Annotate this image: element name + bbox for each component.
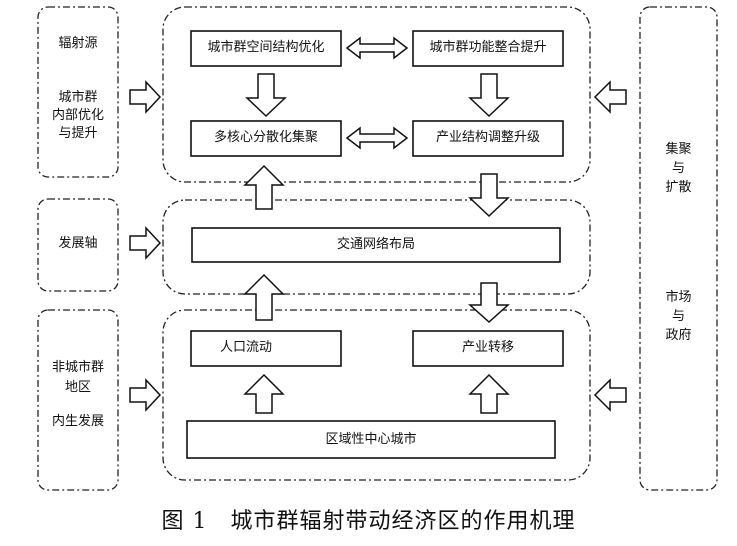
arrow-right-into-middle-group bbox=[129, 226, 162, 260]
double-arrow-top bbox=[345, 36, 409, 60]
middle-group-container bbox=[162, 199, 591, 295]
left-box-radiation-source bbox=[37, 6, 119, 178]
arrow-down-spatial-to-multicore bbox=[245, 73, 287, 118]
label-agglomeration-1: 集聚 bbox=[665, 142, 692, 157]
label-regional-center: 区域性中心城市 bbox=[325, 432, 417, 447]
left-box-non-city-cluster bbox=[37, 309, 119, 491]
figure-caption: 图 1 城市群辐射带动经济区的作用机理 bbox=[161, 509, 576, 534]
label-transport-network: 交通网络布局 bbox=[336, 237, 415, 252]
label-market-3: 政府 bbox=[665, 328, 692, 343]
box-regional-center bbox=[186, 420, 556, 459]
top-group-container bbox=[162, 6, 591, 183]
arrow-right-into-top-group bbox=[129, 80, 162, 114]
box-multi-core bbox=[190, 120, 342, 157]
label-agglomeration-2: 与 bbox=[671, 161, 685, 176]
label-city-cluster-internal-2: 内部优化 bbox=[51, 108, 104, 123]
box-industry-transfer bbox=[412, 330, 564, 367]
label-function-integration: 城市群功能整合提升 bbox=[429, 40, 547, 55]
double-arrow-middle bbox=[345, 126, 409, 150]
label-spatial-structure: 城市群空间结构优化 bbox=[207, 40, 325, 55]
bottom-group-container bbox=[162, 309, 591, 481]
box-spatial-structure bbox=[190, 30, 342, 67]
arrow-up-transport-to-multicore bbox=[243, 164, 285, 210]
label-city-cluster-internal-3: 与提升 bbox=[58, 126, 98, 141]
box-population-flow bbox=[190, 330, 342, 367]
left-box-development-axis bbox=[37, 198, 119, 292]
arrow-left-into-bottom-group bbox=[593, 378, 627, 412]
label-non-city-cluster-2: 地区 bbox=[64, 380, 91, 395]
arrow-down-upgrade-to-transport bbox=[468, 173, 510, 218]
right-column-container bbox=[639, 6, 718, 491]
label-development-axis: 发展轴 bbox=[58, 236, 98, 251]
arrow-down-function-to-upgrade bbox=[468, 73, 510, 118]
label-non-city-cluster-3: 内生发展 bbox=[51, 414, 104, 429]
label-agglomeration-3: 扩散 bbox=[665, 180, 692, 195]
label-population-flow: 人口流动 bbox=[219, 340, 272, 355]
label-multi-core: 多核心分散化集聚 bbox=[213, 130, 318, 145]
box-function-integration bbox=[412, 30, 564, 67]
label-industry-upgrade: 产业结构调整升级 bbox=[435, 130, 540, 145]
arrow-up-population-to-transport bbox=[243, 273, 285, 321]
label-radiation-source: 辐射源 bbox=[58, 36, 98, 51]
label-market-1: 市场 bbox=[665, 290, 692, 305]
label-market-2: 与 bbox=[671, 309, 685, 324]
box-transport-network bbox=[191, 227, 561, 263]
arrow-right-into-bottom-group bbox=[129, 378, 162, 412]
arrow-up-center-to-transfer bbox=[468, 373, 510, 414]
arrow-left-into-top-group bbox=[593, 80, 627, 114]
label-industry-transfer: 产业转移 bbox=[461, 340, 514, 355]
arrow-up-center-to-population bbox=[243, 373, 285, 414]
label-city-cluster-internal-1: 城市群 bbox=[58, 90, 98, 105]
label-non-city-cluster-1: 非城市群 bbox=[51, 360, 104, 375]
arrow-down-transport-to-transfer bbox=[468, 282, 510, 324]
box-industry-upgrade bbox=[412, 120, 564, 157]
